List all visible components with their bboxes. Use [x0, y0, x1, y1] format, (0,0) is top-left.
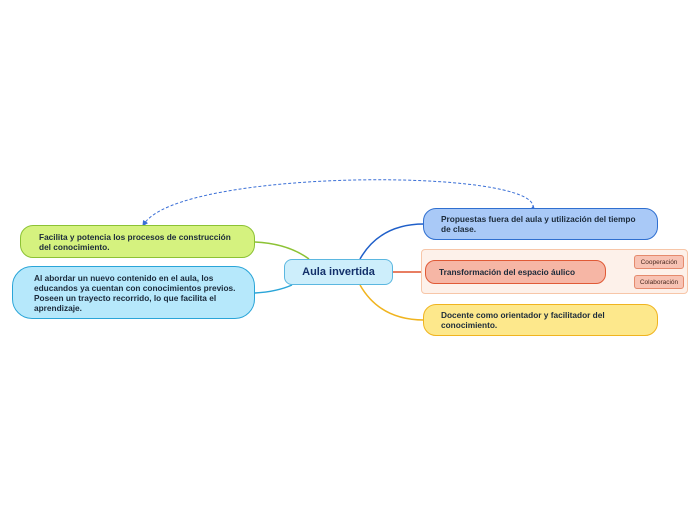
- relationship-link[interactable]: [142, 179, 536, 227]
- colaboracion-subtopic-label: Colaboración: [639, 278, 679, 286]
- branch-facilita: [254, 241, 310, 260]
- propuestas-topic-label: Propuestas fuera del aula y utilización …: [441, 214, 636, 234]
- docente-topic-label: Docente como orientador y facilitador de…: [441, 310, 605, 330]
- cooperacion-subtopic-label: Cooperación: [640, 258, 678, 266]
- abordar-topic-label: Al abordar un nuevo contenido en el aula…: [34, 272, 236, 313]
- branch-docente: [359, 284, 425, 321]
- colaboracion-subtopic-node[interactable]: Colaboración: [634, 275, 684, 289]
- facilita-topic-label: Facilita y potencia los procesos de cons…: [39, 231, 231, 252]
- transformacion-topic-label: Transformación del espacio áulico: [439, 267, 576, 277]
- central-topic-node[interactable]: Aula invertida: [284, 259, 393, 285]
- abordar-topic-node[interactable]: Al abordar un nuevo contenido en el aula…: [12, 266, 255, 319]
- facilita-topic-node[interactable]: Facilita y potencia los procesos de cons…: [20, 225, 255, 258]
- transformacion-topic-node[interactable]: Transformación del espacio áulico: [425, 260, 606, 284]
- branch-abordar: [254, 284, 293, 294]
- cooperacion-subtopic-node[interactable]: Cooperación: [634, 255, 684, 269]
- propuestas-topic-node[interactable]: Propuestas fuera del aula y utilización …: [423, 208, 658, 240]
- docente-topic-node[interactable]: Docente como orientador y facilitador de…: [423, 304, 658, 336]
- central-topic-label: Aula invertida: [302, 266, 375, 278]
- branch-propuestas: [359, 223, 425, 260]
